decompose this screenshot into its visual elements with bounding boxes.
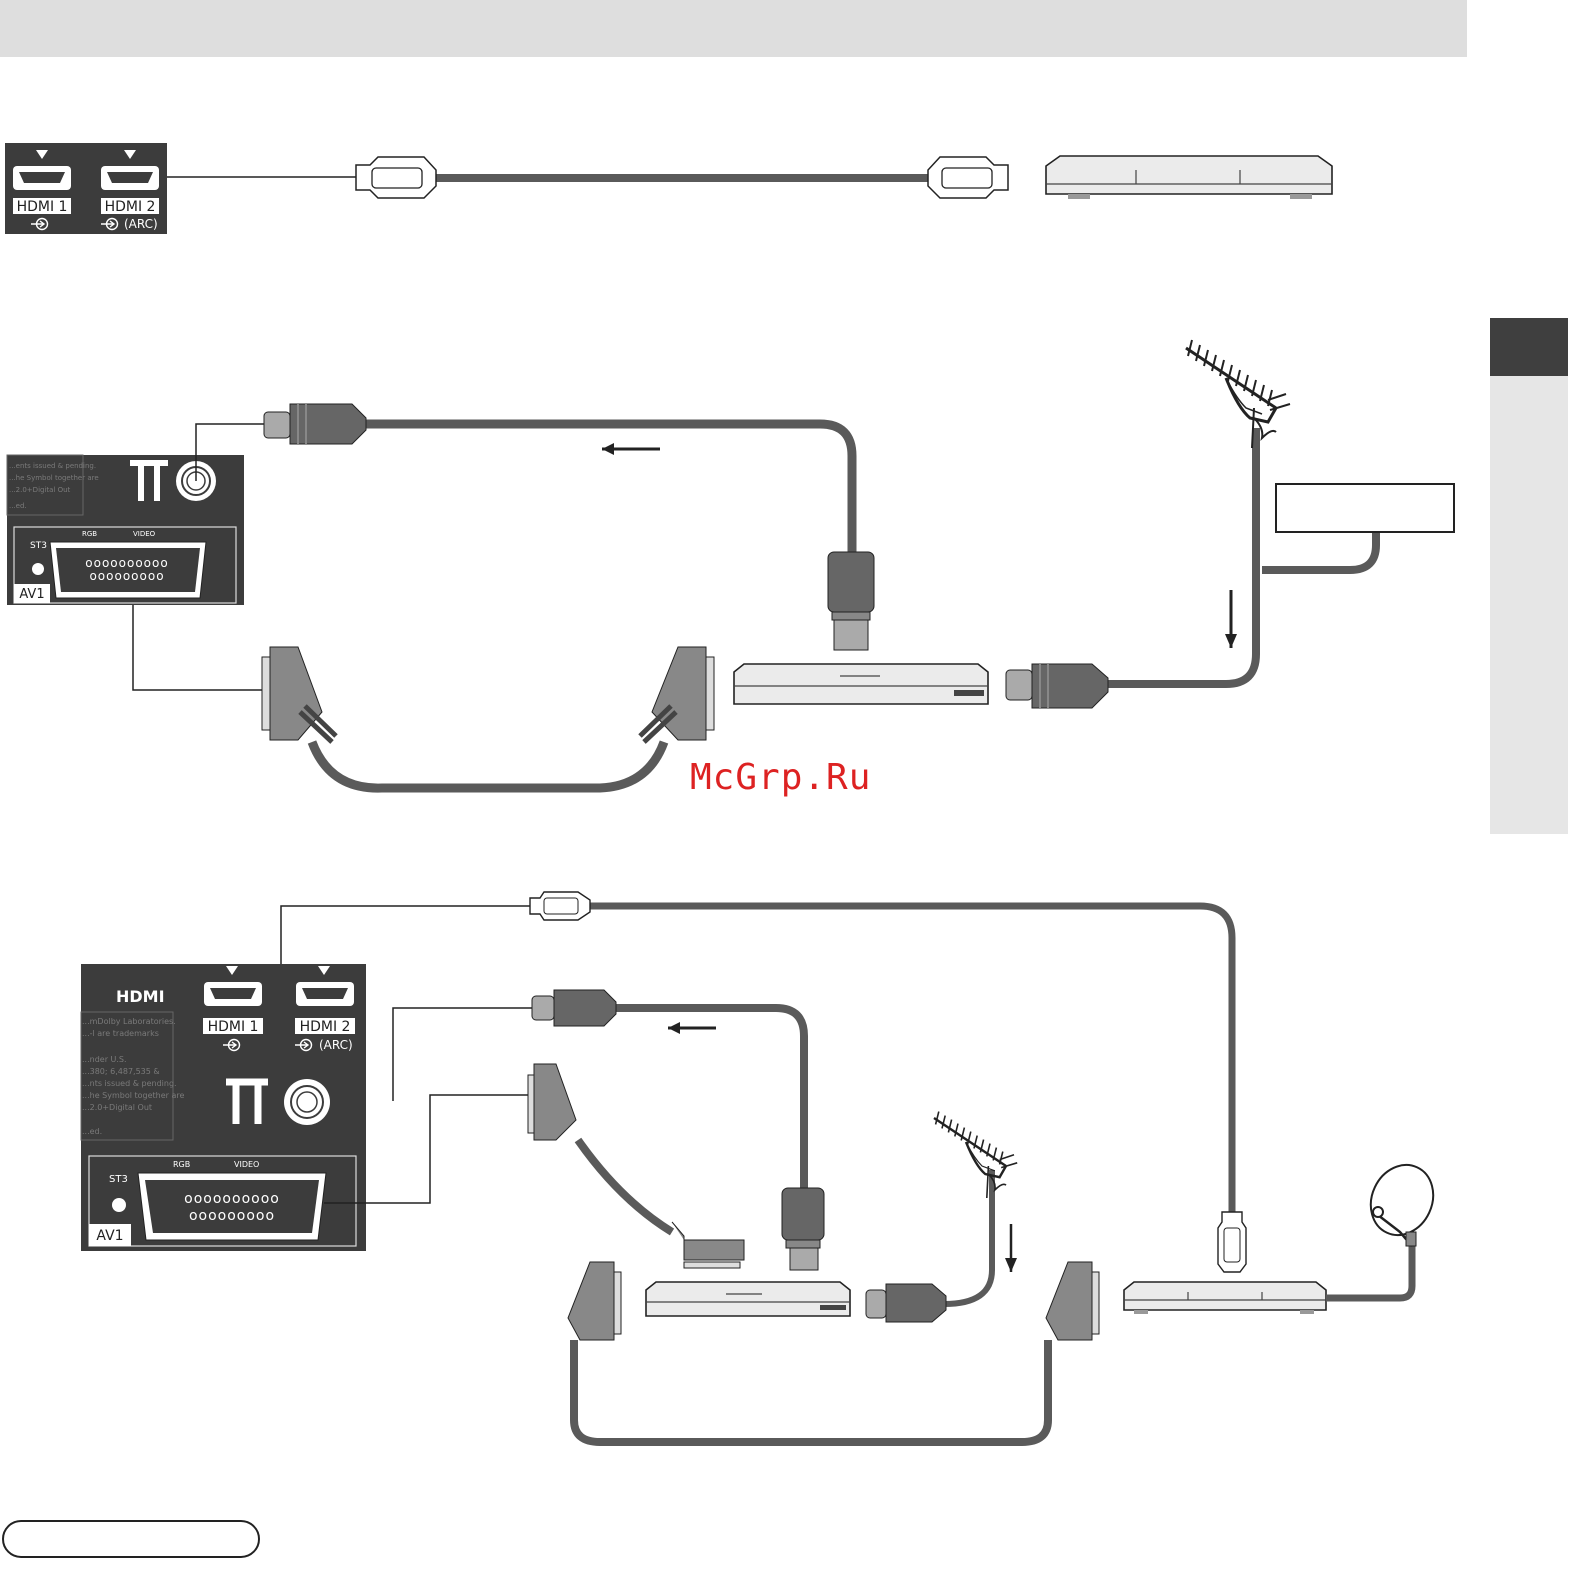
rf-plug-icon [865, 1283, 947, 1323]
hdmi1-label: HDMI 1 [208, 1019, 259, 1035]
section-2-rf-scart: ...ents issued & pending. ...he Symbol t… [6, 338, 1455, 793]
st3-label: ST3 [109, 1174, 128, 1185]
rf-plug-icon [263, 403, 875, 651]
scart-plug-icon [261, 646, 715, 744]
section-tab [1490, 318, 1568, 376]
rgb-label: RGB [173, 1160, 190, 1169]
settop-box-icon [1045, 155, 1333, 199]
hdmi-logo: HDMI [116, 987, 165, 1006]
svg-text:oooooooooo: oooooooooo [184, 1191, 280, 1207]
blank-box [1275, 483, 1455, 533]
section-1-hdmi: HDMI 1 HDMI 2 (ARC) [5, 143, 1333, 234]
aerial-symbol-icon [130, 460, 168, 501]
arc-label: (ARC) [319, 1038, 353, 1052]
arrow-left-icon [668, 1022, 680, 1034]
arrow-left-icon [602, 443, 614, 455]
recorder-icon [645, 1281, 851, 1317]
rf-plug-icon [1005, 663, 1109, 709]
hdmi2-label: HDMI 2 [105, 199, 156, 215]
fine-print: ...ed. [82, 1127, 102, 1136]
av1-label: AV1 [19, 587, 44, 602]
fine-print: ...-l are trademarks [82, 1029, 159, 1038]
arrow-down-icon [1005, 1258, 1017, 1272]
fine-print: ...nts issued & pending. [82, 1079, 177, 1088]
arc-label: (ARC) [124, 217, 158, 231]
hdmi-plug-icon [529, 891, 1247, 1273]
fine-print: ...ed. [9, 502, 27, 510]
recorder-icon [733, 663, 989, 705]
hdmi1-label: HDMI 1 [17, 199, 68, 215]
fine-print: ...2.0+Digital Out [82, 1103, 152, 1112]
st3-label: ST3 [30, 541, 47, 551]
svg-text:ooooooooo: ooooooooo [89, 569, 164, 583]
fine-print: ...mDolby Laboratories. [82, 1017, 176, 1026]
antenna-icon [1184, 338, 1292, 450]
aerial-symbol-icon [226, 1078, 268, 1124]
header-bar [0, 0, 1467, 57]
svg-text:ooooooooo: ooooooooo [189, 1208, 275, 1224]
video-label: VIDEO [133, 530, 156, 538]
video-label: VIDEO [234, 1160, 259, 1169]
svg-text:oooooooooo: oooooooooo [85, 556, 168, 570]
scart-plug-icon [527, 1063, 745, 1269]
fine-print: ...2.0+Digital Out [9, 486, 71, 494]
hdmi2-label: HDMI 2 [300, 1019, 351, 1035]
footer-label-pill [2, 1520, 260, 1558]
hdmi-plug-icon [355, 156, 1009, 199]
fine-print: ...he Symbol together are [82, 1091, 185, 1100]
fine-print: ...ents issued & pending. [9, 462, 96, 470]
watermark: McGrp.Ru [690, 757, 872, 798]
dish-icon [1369, 1163, 1435, 1247]
settop-box-icon [1123, 1281, 1327, 1314]
section-3-combined: HDMI HDMI 1 HDMI 2 (ARC) ...mDolby Labor… [80, 891, 1435, 1446]
antenna-icon [932, 1110, 1019, 1200]
fine-print: ...380; 6,487,535 & [82, 1067, 160, 1076]
arrow-down-icon [1225, 634, 1237, 648]
scart-plug-icon [567, 1261, 1100, 1341]
rf-plug-icon [531, 989, 825, 1271]
rgb-label: RGB [82, 530, 97, 538]
av1-label: AV1 [96, 1228, 123, 1244]
fine-print: ...nder U.S. [82, 1055, 127, 1064]
fine-print: ...he Symbol together are [9, 474, 99, 482]
side-strip [1490, 376, 1568, 834]
